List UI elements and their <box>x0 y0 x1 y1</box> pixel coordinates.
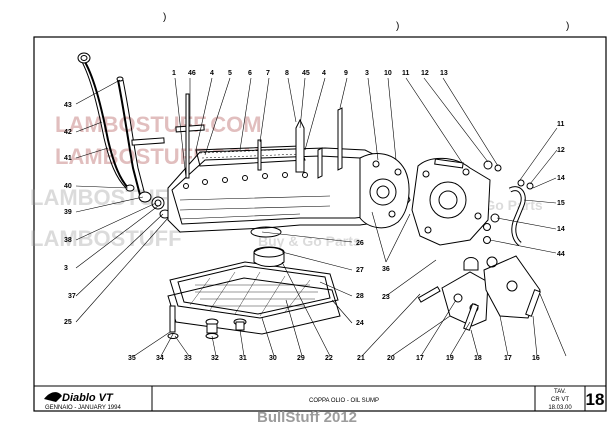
callout-label: 44 <box>557 251 565 258</box>
model-code: CR VT <box>551 397 569 403</box>
callout-label: 41 <box>64 155 72 162</box>
callout-label: 3 <box>365 70 369 77</box>
callout-label: 33 <box>184 355 192 362</box>
drain-plug-parts <box>167 305 247 339</box>
dipstick-assembly <box>77 52 171 219</box>
callout-label: 20 <box>387 355 395 362</box>
callout-label: 19 <box>446 355 454 362</box>
title-block: Diablo VT GENNAIO - JANUARY 1994 COPPA O… <box>34 385 606 411</box>
crankcase-block <box>167 145 411 233</box>
oil-filter-housing <box>411 157 502 246</box>
callout-label: 28 <box>356 293 364 300</box>
callout-label: 6 <box>248 70 252 77</box>
callout-label: 17 <box>416 355 424 362</box>
callout-label: 18 <box>474 355 482 362</box>
oil-sump-pan <box>167 226 341 335</box>
watermark-text: LAMBOSTUFF <box>30 226 182 251</box>
engine-mount-brackets <box>417 255 541 331</box>
callout-label: 21 <box>357 355 365 362</box>
top-mark: ) <box>396 21 399 32</box>
callout-label: 12 <box>557 147 565 154</box>
callout-label: 40 <box>64 183 72 190</box>
callout-label: 23 <box>382 294 390 301</box>
callout-label: 13 <box>440 70 448 77</box>
callout-label: 36 <box>382 266 390 273</box>
code-date: 18.03.00 <box>548 405 572 411</box>
callout-label: 32 <box>211 355 219 362</box>
footer-title: COPPA OLIO - OIL SUMP <box>309 398 379 404</box>
watermark-text: LAMBOSTUFF.COM <box>55 112 262 137</box>
callout-label: 15 <box>557 200 565 207</box>
callout-label: 10 <box>384 70 392 77</box>
diablo-logo: Diablo VT <box>44 392 114 404</box>
callout-label: 3 <box>64 265 68 272</box>
callout-label: 29 <box>297 355 305 362</box>
callout-label: 9 <box>344 70 348 77</box>
callout-label: 35 <box>128 355 136 362</box>
callout-label: 31 <box>239 355 247 362</box>
callout-label: 12 <box>421 70 429 77</box>
callout-label: 16 <box>532 355 540 362</box>
callout-label: 11 <box>402 70 410 77</box>
callout-label: 25 <box>64 319 72 326</box>
callout-label: 27 <box>356 267 364 274</box>
callout-label: 34 <box>156 355 164 362</box>
callout-label: 39 <box>64 209 72 216</box>
tav-label: TAV. <box>554 389 566 395</box>
credit-watermark: BullStuff 2012 <box>256 409 358 426</box>
callout-label: 30 <box>269 355 277 362</box>
callout-label: 37 <box>68 293 76 300</box>
callout-numbers: 1 46 4 5 6 7 8 45 4 9 3 10 11 12 13 11 1… <box>64 70 565 362</box>
page-number: 18 <box>586 390 605 409</box>
callout-label: 43 <box>64 102 72 109</box>
footer-date: GENNAIO - JANUARY 1994 <box>45 405 121 411</box>
oil-pipe <box>508 179 534 246</box>
callout-label: 4 <box>322 70 326 77</box>
top-mark: ) <box>566 21 569 32</box>
diagram-frame <box>33 36 607 412</box>
leader-lines <box>75 77 567 357</box>
callout-label: 38 <box>64 237 72 244</box>
callout-label: 4 <box>210 70 214 77</box>
callout-label: 11 <box>557 121 565 128</box>
callout-label: 46 <box>188 70 196 77</box>
callout-label: 1 <box>172 70 176 77</box>
callout-label: 5 <box>228 70 232 77</box>
callout-label: 8 <box>285 70 289 77</box>
logo-text: Diablo VT <box>62 392 114 404</box>
callout-label: 22 <box>325 355 333 362</box>
callout-label: 14 <box>557 175 565 182</box>
callout-label: 24 <box>356 320 364 327</box>
stud-bolts <box>131 93 343 179</box>
callout-label: 17 <box>504 355 512 362</box>
watermark-text: Buy & Go Parts <box>258 233 361 249</box>
callout-label: 7 <box>266 70 270 77</box>
callout-label: 26 <box>356 240 364 247</box>
callout-label: 42 <box>64 129 72 136</box>
top-mark: ) <box>163 12 166 23</box>
callout-label: 14 <box>557 226 565 233</box>
callout-label: 45 <box>302 70 310 77</box>
